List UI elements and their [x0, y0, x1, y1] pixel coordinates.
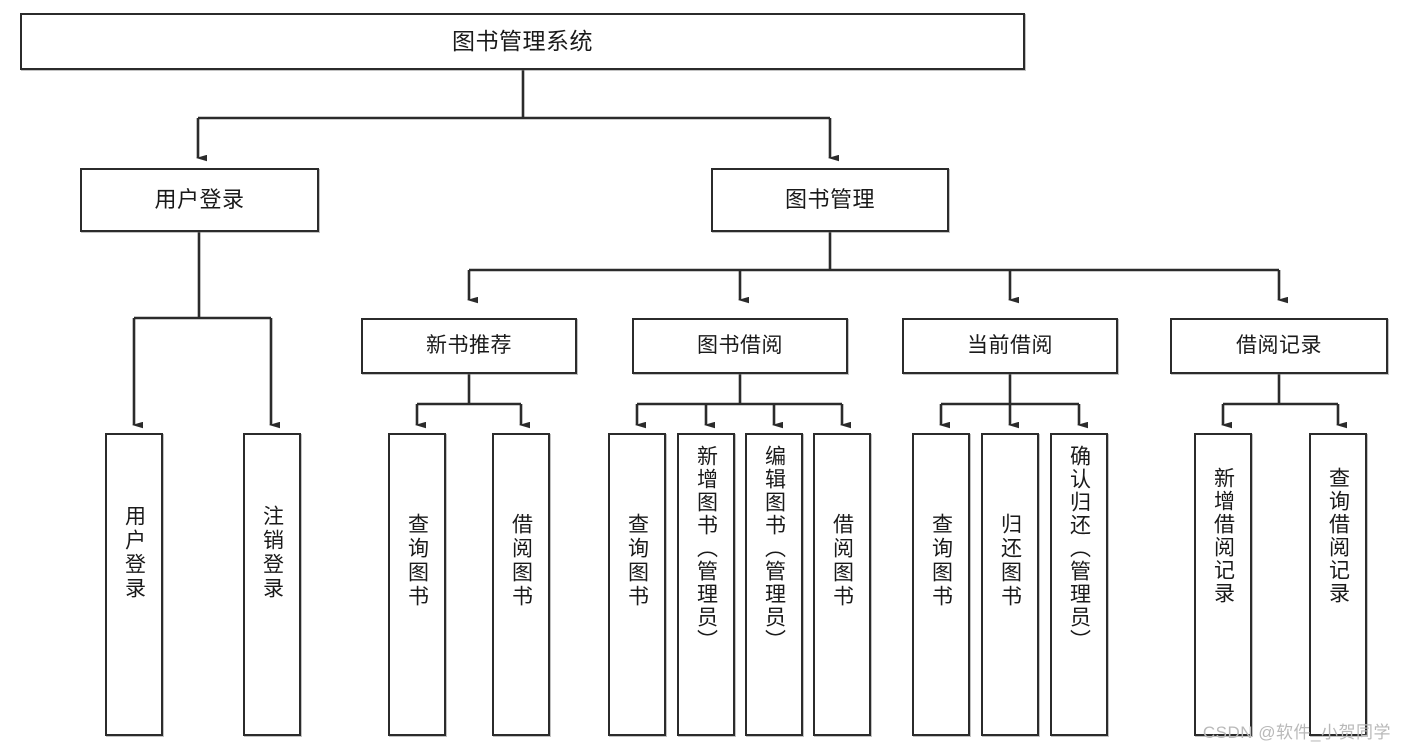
- leaf-query-book-borrow[interactable]: 查询图书: [608, 433, 666, 736]
- node-label: 查询图书: [405, 513, 429, 609]
- leaf-return-book[interactable]: 归还图书: [981, 433, 1039, 736]
- node-label: 查询图书: [929, 513, 953, 609]
- node-book-borrow[interactable]: 图书借阅: [632, 318, 848, 374]
- node-label: 用户登录: [154, 187, 245, 213]
- node-label: 图书借阅: [697, 333, 783, 357]
- node-label: 借阅图书: [830, 513, 854, 609]
- node-label: 查询借阅记录: [1326, 467, 1350, 605]
- node-label: 新增图书（管理员）: [694, 445, 718, 652]
- leaf-add-borrow-record[interactable]: 新增借阅记录: [1194, 433, 1252, 736]
- leaf-user-login[interactable]: 用户登录: [105, 433, 163, 736]
- node-label: 编辑图书（管理员）: [762, 445, 786, 652]
- leaf-logout[interactable]: 注销登录: [243, 433, 301, 736]
- node-label: 确认归还（管理员）: [1067, 445, 1091, 652]
- node-label: 用户登录: [122, 505, 146, 601]
- node-label: 查询图书: [625, 513, 649, 609]
- node-label: 归还图书: [998, 513, 1022, 609]
- leaf-confirm-return-admin[interactable]: 确认归还（管理员）: [1050, 433, 1108, 736]
- leaf-edit-book-admin[interactable]: 编辑图书（管理员）: [745, 433, 803, 736]
- node-current-borrow[interactable]: 当前借阅: [902, 318, 1118, 374]
- node-borrow-record[interactable]: 借阅记录: [1170, 318, 1388, 374]
- node-new-book-recommend[interactable]: 新书推荐: [361, 318, 577, 374]
- node-label: 新书推荐: [426, 333, 512, 357]
- leaf-query-borrow-record[interactable]: 查询借阅记录: [1309, 433, 1367, 736]
- node-label: 借阅图书: [509, 513, 533, 609]
- watermark-text: CSDN @软件_小贺同学: [1202, 723, 1391, 742]
- node-label: 注销登录: [260, 505, 284, 601]
- leaf-query-book-current[interactable]: 查询图书: [912, 433, 970, 736]
- node-label: 借阅记录: [1236, 333, 1322, 357]
- node-label: 新增借阅记录: [1211, 467, 1235, 605]
- node-label: 当前借阅: [967, 333, 1053, 357]
- node-book-management[interactable]: 图书管理: [711, 168, 949, 232]
- node-label: 图书管理系统: [452, 27, 593, 54]
- leaf-borrow-book[interactable]: 借阅图书: [813, 433, 871, 736]
- node-root-system[interactable]: 图书管理系统: [20, 13, 1025, 70]
- leaf-query-book-recommend[interactable]: 查询图书: [388, 433, 446, 736]
- node-label: 图书管理: [784, 187, 875, 213]
- leaf-borrow-book-recommend[interactable]: 借阅图书: [492, 433, 550, 736]
- node-user-login[interactable]: 用户登录: [80, 168, 319, 232]
- leaf-add-book-admin[interactable]: 新增图书（管理员）: [677, 433, 735, 736]
